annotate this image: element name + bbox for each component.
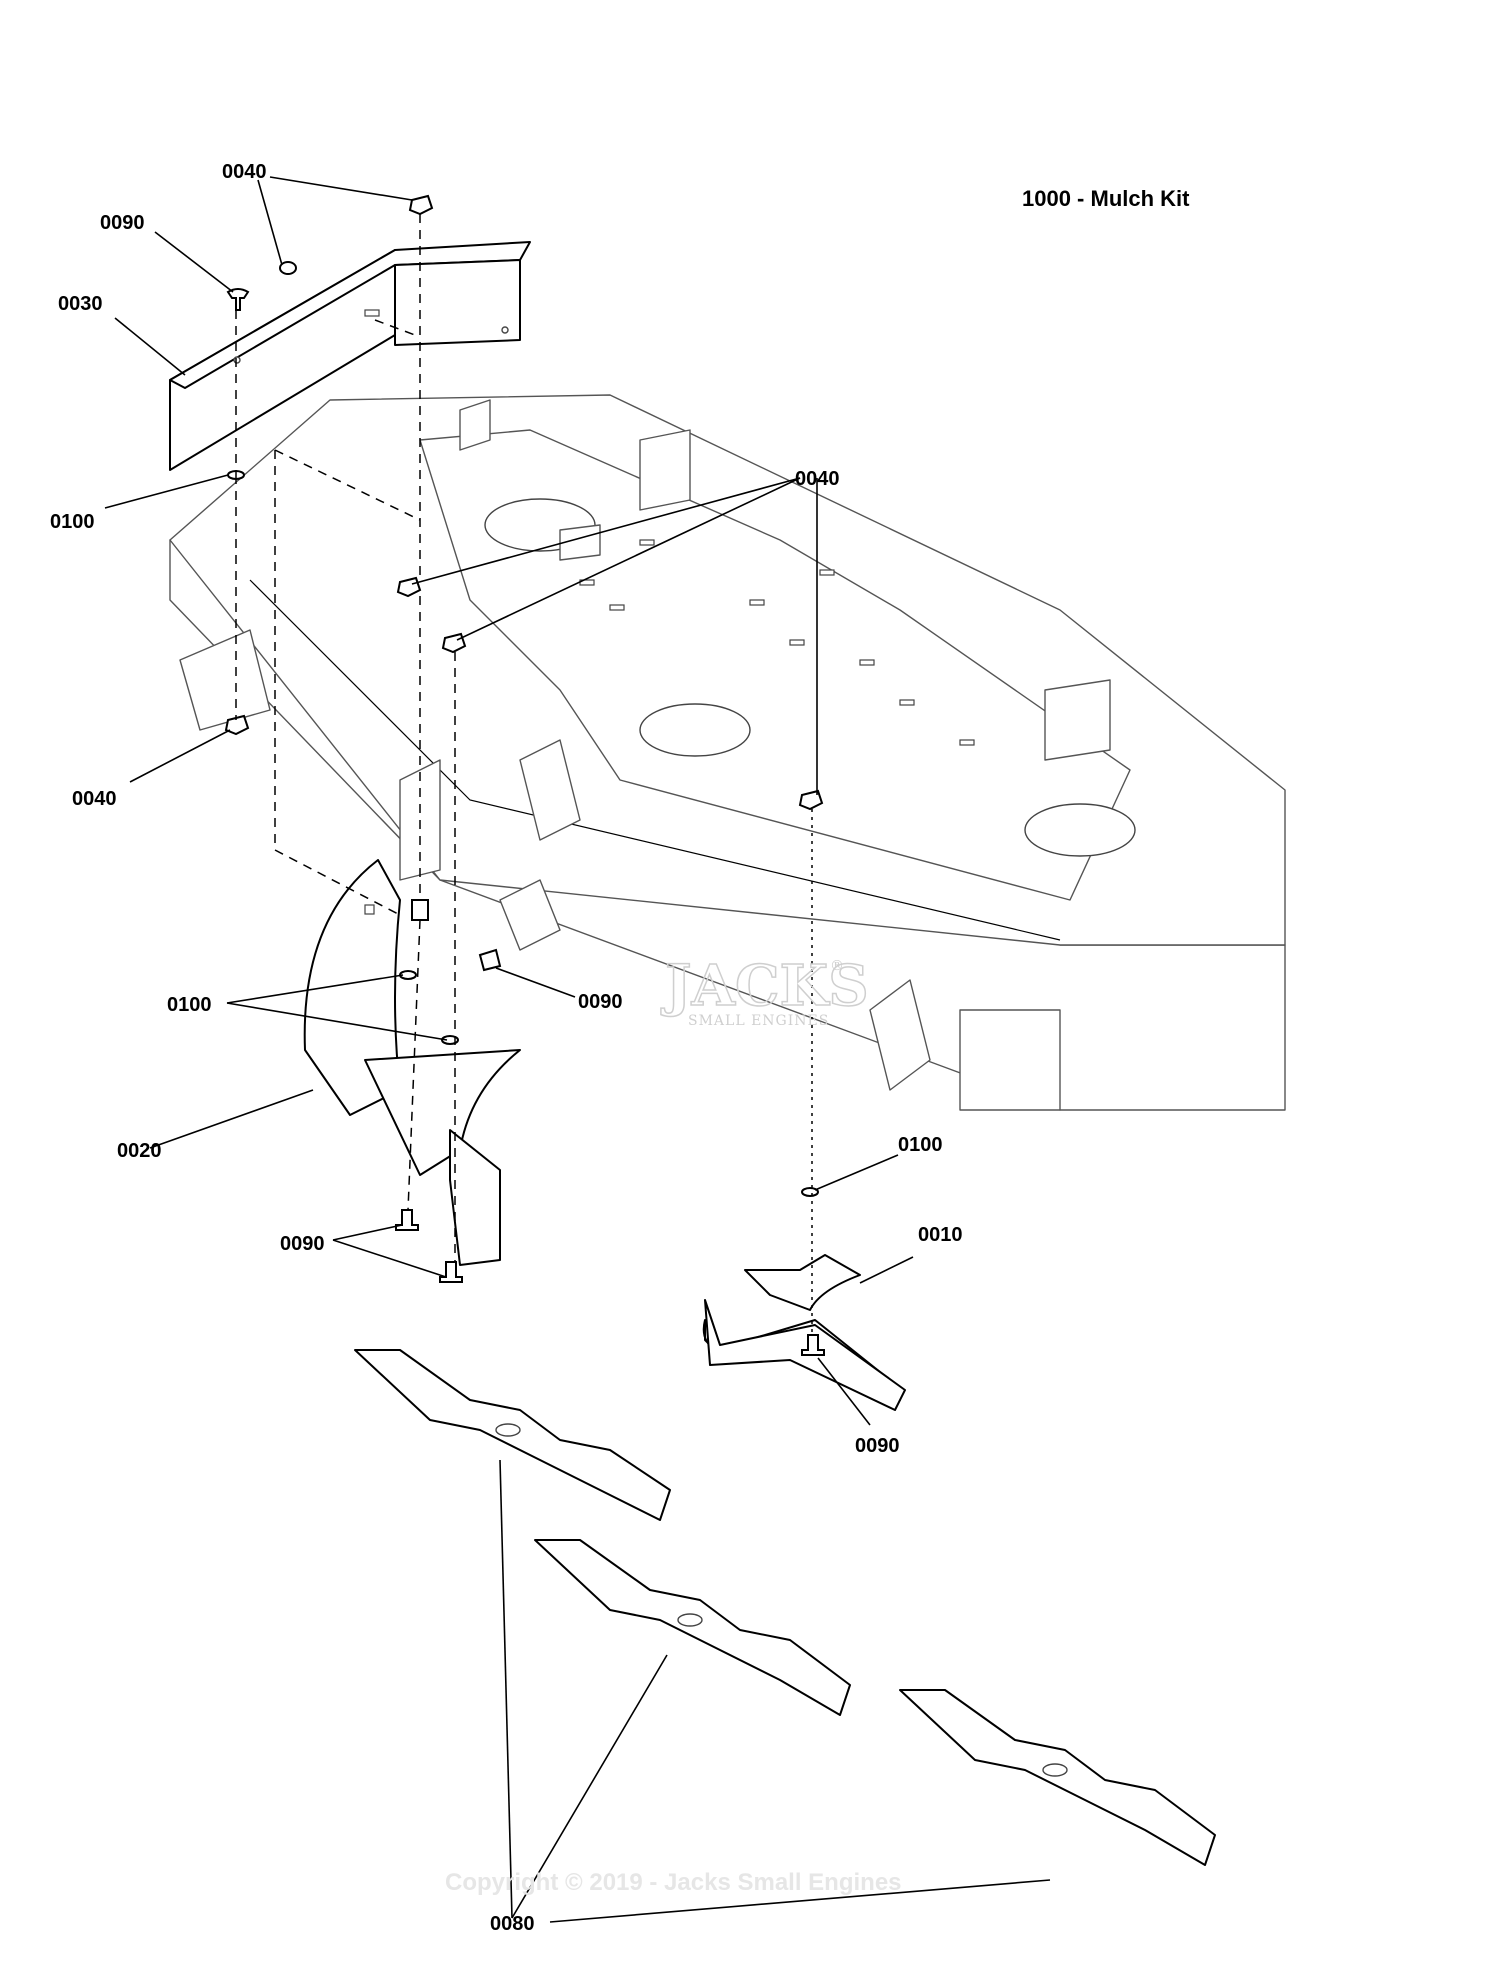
bolt-0090-chute-a bbox=[411, 899, 429, 921]
blade-0080-b bbox=[534, 1539, 851, 1716]
callout-0020: 0020 bbox=[117, 1140, 162, 1162]
washer-0100-chute-b bbox=[441, 1035, 459, 1045]
baffle-0010 bbox=[702, 1254, 906, 1411]
chute-0020 bbox=[303, 859, 521, 1266]
bolt-0090-lower-a bbox=[395, 1209, 419, 1231]
callout-0040-mid: 0040 bbox=[795, 468, 840, 490]
mower-deck bbox=[169, 394, 1286, 1111]
bolt-0090-right bbox=[801, 1334, 825, 1356]
diagram-title: 1000 - Mulch Kit bbox=[1022, 186, 1190, 211]
watermark-logo-sub: SMALL ENGINES bbox=[688, 1013, 829, 1029]
watermark-registered: ® bbox=[830, 958, 845, 974]
bolt-0090-lower-b bbox=[439, 1261, 463, 1283]
callout-0090-top: 0090 bbox=[100, 212, 145, 234]
bolt-0090-top bbox=[226, 288, 250, 311]
centerlines bbox=[235, 214, 813, 1335]
callout-0100-chute: 0100 bbox=[167, 994, 212, 1016]
callout-0100-right: 0100 bbox=[898, 1134, 943, 1156]
callouts: 0040 0090 0030 0100 0040 0040 0100 0090 … bbox=[50, 161, 963, 1935]
callout-0090-lower: 0090 bbox=[280, 1233, 325, 1255]
callout-0100-left: 0100 bbox=[50, 511, 95, 533]
callout-0010: 0010 bbox=[918, 1224, 963, 1246]
nut-0040-right bbox=[798, 789, 824, 811]
watermark-logo: JACKS bbox=[660, 953, 869, 1019]
callout-0090-right: 0090 bbox=[855, 1435, 900, 1457]
leader-lines bbox=[104, 176, 1051, 1923]
deflector-0030 bbox=[169, 241, 531, 471]
callout-0040-top: 0040 bbox=[222, 161, 267, 183]
callout-0040-left: 0040 bbox=[72, 788, 117, 810]
callout-0030: 0030 bbox=[58, 293, 103, 315]
washer-0040-top bbox=[279, 261, 297, 275]
washer-0100-right bbox=[801, 1187, 819, 1197]
blade-0080-a bbox=[354, 1349, 671, 1521]
nut-0040-left bbox=[224, 714, 250, 736]
watermark: JACKS ® SMALL ENGINES Copyright © 2019 -… bbox=[445, 952, 902, 1896]
callout-0080: 0080 bbox=[490, 1913, 535, 1935]
bolt-0090-chute-b bbox=[478, 948, 502, 972]
callout-0090-chute: 0090 bbox=[578, 991, 623, 1013]
blade-0080-c bbox=[899, 1689, 1216, 1866]
nut-0040-top bbox=[408, 194, 434, 216]
watermark-copyright: Copyright © 2019 - Jacks Small Engines bbox=[445, 1869, 902, 1896]
